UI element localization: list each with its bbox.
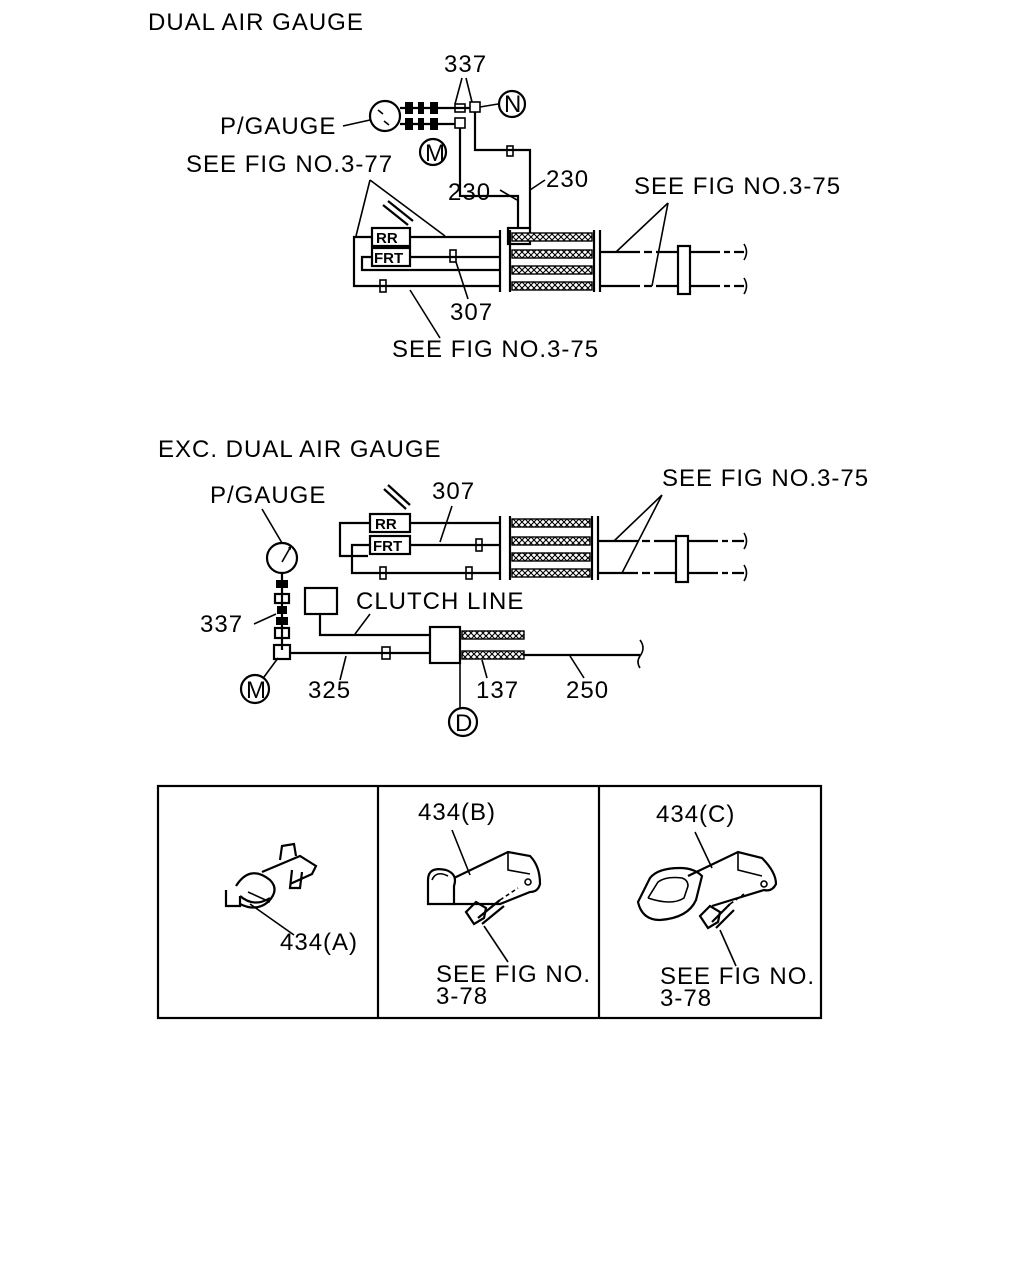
dual-see-fig-3-75-right-label: SEE FIG NO.3-75 <box>634 173 841 200</box>
exc-valve-block <box>338 484 500 575</box>
dual-337-leader <box>454 77 473 105</box>
exc-line-325 <box>290 646 430 660</box>
exc-part-325-label: 325 <box>308 677 351 704</box>
detail-434c-note-line1: SEE FIG NO. <box>660 963 815 990</box>
dual-hose-manifold <box>498 230 602 292</box>
exc-part-250-label: 250 <box>566 677 609 704</box>
detail-434b-note-line2: 3-78 <box>436 983 488 1010</box>
exc-gauge-fittings <box>272 573 292 661</box>
exc-pressure-gauge-icon <box>265 541 299 575</box>
exc-p-gauge-label: P/GAUGE <box>210 482 326 509</box>
exc-part-137-label: 137 <box>476 677 519 704</box>
exc-marker-m-label: M <box>246 677 267 704</box>
dual-valve-rr-label: RR <box>376 230 398 247</box>
dual-valve-frt-label: FRT <box>374 250 403 267</box>
detail-434c-note-line2: 3-78 <box>660 985 712 1012</box>
exc-air-lines <box>379 521 500 580</box>
bolt-434b-icon <box>464 887 519 926</box>
clip-434a-icon <box>224 842 318 909</box>
dual-air-lines <box>379 235 500 293</box>
exc-dual-air-gauge-section: EXC. DUAL AIR GAUGE P/GAUGE 337 M 3 <box>158 436 869 738</box>
detail-cell-434a: 434(A) <box>224 842 358 956</box>
detail-434b-note-line1: SEE FIG NO. <box>436 961 591 988</box>
detail-434b-label: 434(B) <box>418 799 496 826</box>
detail-cell-434b: 434(B) SEE FIG NO. 3-78 <box>418 799 591 1010</box>
dual-p-gauge-leader <box>342 119 371 127</box>
exc-hose-manifold <box>498 516 600 580</box>
dual-gauge-fittings <box>400 101 499 130</box>
dual-see-fig-3-77-label: SEE FIG NO.3-77 <box>186 151 393 178</box>
exc-valve-frt-label: FRT <box>373 538 402 555</box>
exc-main-lines <box>598 532 748 584</box>
dual-marker-n <box>497 89 527 119</box>
clip-434b-icon <box>426 850 542 906</box>
dual-pressure-gauge-icon <box>368 99 402 133</box>
dual-3-75-right-leader <box>615 202 669 287</box>
detail-cell-434c: 434(C) SEE FIG NO. 3-78 <box>636 801 815 1012</box>
bolt-434c-icon <box>698 893 745 930</box>
dual-part-307-label: 307 <box>450 299 493 326</box>
exc-clutch-line-label: CLUTCH LINE <box>356 588 524 615</box>
dual-gauge-lines <box>458 112 532 228</box>
exc-part-337-label: 337 <box>200 611 243 638</box>
detail-434c-label: 434(C) <box>656 801 735 828</box>
exc-3-75-leader <box>613 494 663 574</box>
dual-part-337-label: 337 <box>444 51 487 78</box>
dual-main-lines <box>600 243 748 296</box>
exc-section-title: EXC. DUAL AIR GAUGE <box>158 436 442 463</box>
dual-air-gauge-section: DUAL AIR GAUGE N M 337 P/GAU <box>148 9 841 363</box>
dual-part-230-b-label: 230 <box>546 166 589 193</box>
clip-detail-table: 434(A) 434(B) SEE FIG NO. 3-78 <box>156 784 823 1020</box>
exc-part-307-label: 307 <box>432 478 475 505</box>
exc-clutch-box <box>303 586 339 616</box>
exc-connector-d-block <box>428 625 644 669</box>
dual-marker-m-label: M <box>425 140 446 167</box>
detail-434a-label: 434(A) <box>280 929 358 956</box>
dual-p-gauge-label: P/GAUGE <box>220 113 336 140</box>
exc-valve-rr-label: RR <box>375 516 397 533</box>
clip-434c-icon <box>636 850 778 922</box>
exc-clutch-line <box>318 614 430 637</box>
exc-marker-d-label: D <box>455 710 473 737</box>
dual-part-230-a-label: 230 <box>448 179 491 206</box>
exc-see-fig-3-75-label: SEE FIG NO.3-75 <box>662 465 869 492</box>
dual-marker-m <box>418 137 448 167</box>
dual-3-77-leader <box>355 179 446 237</box>
dual-marker-n-label: N <box>504 91 522 118</box>
dual-section-title: DUAL AIR GAUGE <box>148 9 364 36</box>
exc-marker-m <box>239 673 271 705</box>
dual-see-fig-3-75-bottom-label: SEE FIG NO.3-75 <box>392 336 599 363</box>
exc-marker-d <box>447 706 479 738</box>
